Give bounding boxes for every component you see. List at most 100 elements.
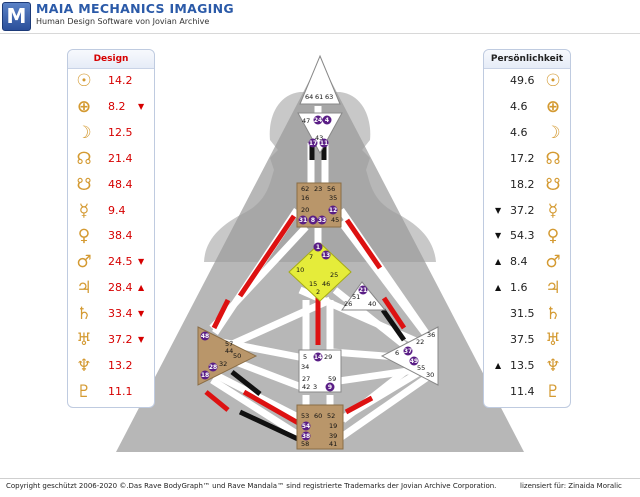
gate-label: 53 [301,412,309,420]
planet-row: ♇11.4 [484,380,570,404]
planet-value: 12.5 [108,125,133,139]
planet-row: ♇11.1 [68,380,154,404]
planet-row: ♀54.3▼ [484,224,570,248]
planet-row: ☿ 9.4 [68,199,154,223]
planet-row: ♅37.5 [484,328,570,352]
header-divider [0,33,640,34]
exaltation-arrow-icon: ▲ [495,283,502,293]
gate-label: 41 [329,440,337,448]
gate-label: 19 [329,422,337,430]
ajna-center[interactable] [297,112,343,155]
gate-label: 5 [303,353,307,361]
gate-badge-label: 48 [201,333,209,340]
gate-badge [313,352,323,362]
planet-value: 4.6 [510,125,528,139]
planet-row: ⊕4.6 [484,95,570,119]
gate-badge [313,115,323,125]
planet-value: 28.4 [108,281,133,295]
gate-badge [403,346,413,356]
planet-value: 24.5 [108,255,133,269]
planet-value: 4.6 [510,99,528,113]
head-center[interactable] [299,54,341,105]
planet-value: 49.6 [510,74,535,87]
gate-label: 6 [395,349,399,357]
mercury-icon: ☿ [78,200,90,221]
heart-center[interactable] [341,281,387,311]
saturn-icon: ♄ [545,304,561,325]
planet-value: 54.3 [510,229,535,243]
planet-value: 17.2 [510,151,535,165]
gate-label: 2 [316,288,320,296]
activated-gates: 24 4 17 11 12 31 8 33 1 13 21 48 28 18 1… [200,115,419,441]
gate-badge [319,138,329,148]
app-header: M MAIA MECHANICS IMAGING Human Design So… [0,0,640,34]
north-node-icon: ☊ [76,148,92,169]
gate-label: 42 [302,383,310,391]
saturn-icon: ♄ [76,304,92,325]
gate-label: 51 [352,293,360,301]
gate-badge [358,285,368,295]
gate-badge-label: 4 [325,117,329,124]
gate-label: 36 [427,331,435,339]
planet-value: 1.6 [510,281,528,295]
venus-icon: ♀ [77,226,91,247]
north-node-icon: ☊ [545,148,561,169]
gate-label: 57 [225,340,233,348]
exaltation-arrow-icon: ▼ [138,101,145,111]
gate-badge [298,215,308,225]
planet-row: ☉ 14.2 [68,69,154,93]
gate-label: 10 [296,266,304,274]
south-node-icon: ☋ [545,174,561,195]
gate-label: 43 [315,134,323,142]
planet-row: ☽ 12.5 [68,121,154,145]
exaltation-arrow-icon: ▼ [138,335,145,344]
exaltation-arrow-icon: ▲ [138,283,145,293]
gate-badge [322,115,332,125]
mars-icon: ♂ [545,252,561,273]
planet-row: ♃1.6▲ [484,276,570,300]
app-title: MAIA MECHANICS IMAGING [36,1,234,16]
earth-icon: ⊕ [76,96,92,117]
gate-label: 61 [315,93,323,101]
planet-value: 37.2 [108,333,133,346]
copyright-text: Copyright geschützt 2006-2020 ©.Das Rave… [6,482,497,490]
exaltation-arrow-icon: ▼ [138,257,145,267]
gate-badge-label: 8 [311,217,315,224]
g-center[interactable] [288,242,352,302]
black-channels [230,146,407,443]
gate-label: 64 [305,93,313,101]
moon-icon: ☽ [76,122,92,143]
planet-value: 48.4 [108,177,133,191]
personality-panel-title: Persönlichkeit [484,50,570,69]
planet-row: ♂24.5▼ [68,250,154,274]
gate-label: 50 [233,352,241,360]
planet-value: 33.4 [108,307,133,321]
planet-row: ☿37.2▼ [484,199,570,223]
planet-row: ☊21.4 [68,147,154,171]
gate-label: 7 [309,253,313,261]
sun-icon: ☉ [76,71,92,91]
app-subtitle: Human Design Software von Jovian Archive [36,17,210,26]
gate-badge [208,362,218,372]
moon-icon: ☽ [545,122,561,143]
gate-badge-label: 38 [302,433,310,440]
gate-label: 20 [301,206,309,214]
mercury-icon: ☿ [547,200,559,221]
planet-value: 9.4 [108,203,126,217]
planet-value: 14.2 [108,74,133,87]
gate-label: 39 [329,432,337,440]
uranus-icon: ♅ [545,330,561,350]
design-panel-title: Design [68,50,154,69]
gate-label: 46 [322,280,330,288]
license-text: lizensiert für: Zinaida Moralic [520,482,622,490]
gate-badge-label: 31 [299,217,307,224]
app-logo-icon: M [2,2,31,31]
solar-plexus-center[interactable] [380,326,439,386]
gate-badge [301,421,311,431]
gate-badge-label: 49 [410,358,418,365]
planet-row: ♃28.4▲ [68,276,154,300]
planet-row: ♀38.4 [68,224,154,248]
exaltation-arrow-icon: ▼ [495,205,502,215]
exaltation-arrow-icon: ▲ [495,257,502,267]
gate-badge-label: 14 [314,354,322,361]
